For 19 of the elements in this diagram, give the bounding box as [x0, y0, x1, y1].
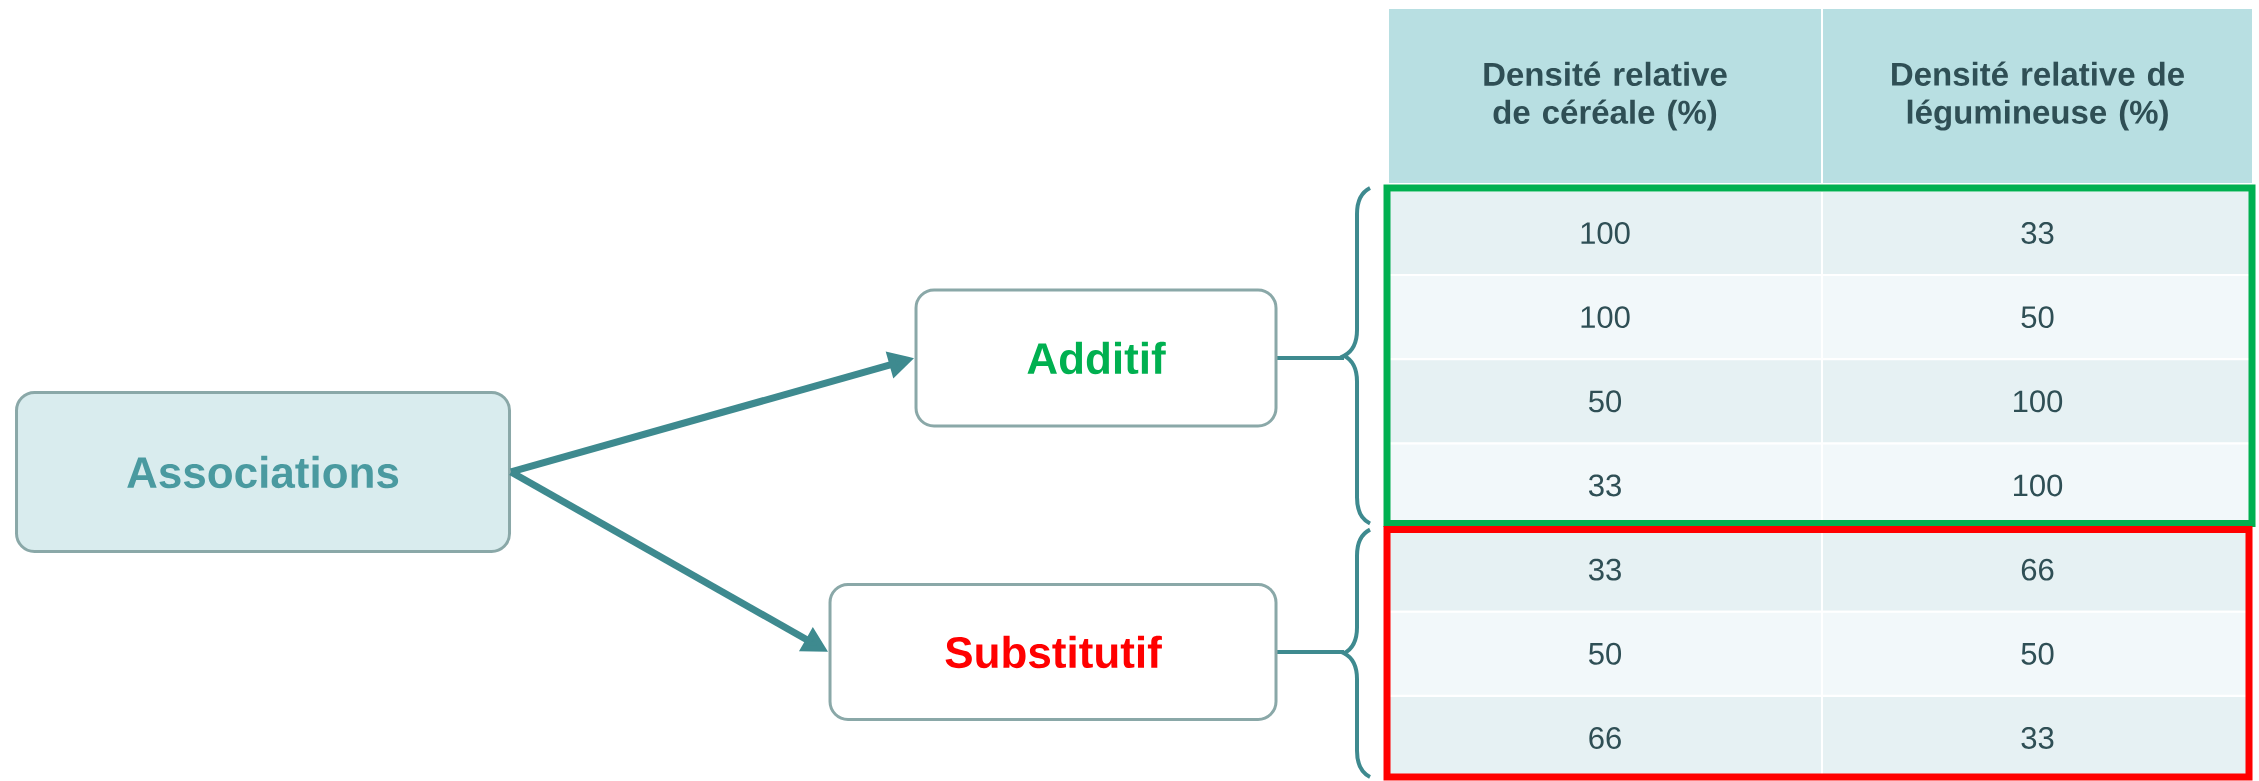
- process-box: Substitutif: [828, 583, 1278, 721]
- table-cell: 50: [1821, 610, 2254, 697]
- process-box: Associations: [15, 391, 511, 553]
- table-header-cell: Densité relative de céréale (%): [1387, 7, 1823, 185]
- table-cell: 100: [1387, 190, 1823, 277]
- table-cell: 33: [1387, 442, 1823, 529]
- table-cell: 33: [1387, 526, 1823, 613]
- process-box: Additif: [914, 288, 1278, 428]
- table-cell: 33: [1821, 190, 2254, 277]
- table-cell: 100: [1821, 442, 2254, 529]
- table-cell: 50: [1387, 610, 1823, 697]
- table-cell: 50: [1821, 274, 2254, 361]
- table-cell: 66: [1387, 694, 1823, 781]
- table-cell: 66: [1821, 526, 2254, 613]
- table-cell: 100: [1821, 358, 2254, 445]
- table-cell: 100: [1387, 274, 1823, 361]
- table-cell: 50: [1387, 358, 1823, 445]
- table-cell: 33: [1821, 694, 2254, 781]
- table-header-cell: Densité relative de légumineuse (%): [1821, 7, 2254, 185]
